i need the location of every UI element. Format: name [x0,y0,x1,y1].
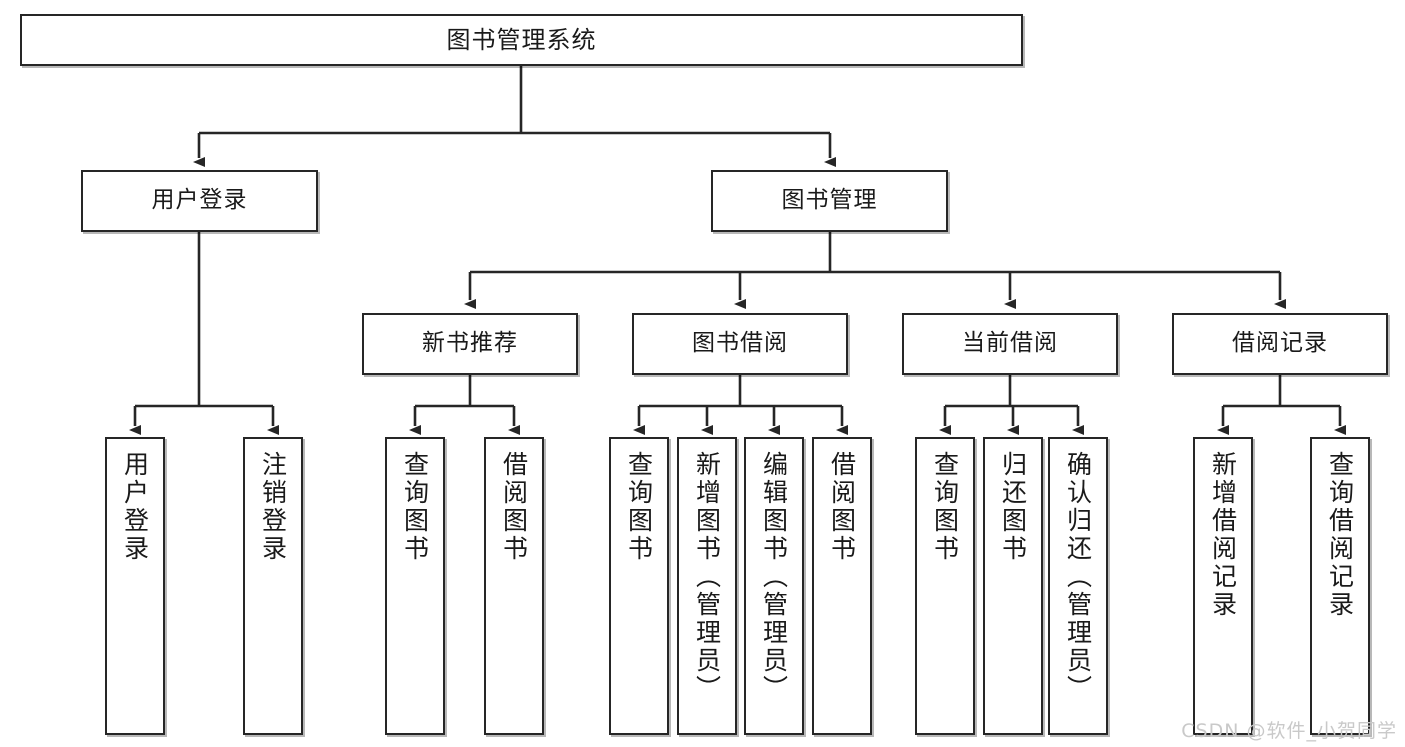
node-label: 查询图书 [930,451,960,563]
node-borrow-record[interactable]: 借阅记录 [1172,313,1388,375]
node-label: 归还图书 [998,451,1028,563]
leaf-borrow-record-query-record[interactable]: 查询借阅记录 [1310,437,1370,735]
leaf-user-login-login[interactable]: 用户登录 [105,437,165,735]
leaf-current-borrow-query-book[interactable]: 查询图书 [915,437,975,735]
node-label: 查询图书 [400,451,430,563]
node-label: 借阅图书 [499,451,529,563]
node-label: 当前借阅 [962,330,1058,357]
leaf-book-borrow-add-book-admin[interactable]: 新增图书（管理员） [677,437,737,735]
node-label: 借阅图书 [827,451,857,563]
node-user-login[interactable]: 用户登录 [81,170,318,232]
node-book-borrowing[interactable]: 图书借阅 [632,313,848,375]
node-label: 图书管理系统 [446,25,597,54]
leaf-borrow-record-add-record[interactable]: 新增借阅记录 [1193,437,1253,735]
node-label: 用户登录 [120,451,150,563]
node-label: 确认归还（管理员） [1063,451,1093,703]
node-label: 查询借阅记录 [1325,451,1355,619]
leaf-new-book-query-book[interactable]: 查询图书 [385,437,445,735]
leaf-new-book-borrow-book[interactable]: 借阅图书 [484,437,544,735]
leaf-book-borrow-borrow-book[interactable]: 借阅图书 [812,437,872,735]
leaf-current-borrow-return-book[interactable]: 归还图书 [983,437,1043,735]
node-label: 图书借阅 [692,330,788,357]
node-label: 用户登录 [151,187,248,214]
leaf-book-borrow-edit-book-admin[interactable]: 编辑图书（管理员） [744,437,804,735]
node-label: 注销登录 [258,451,288,563]
node-new-book-recommendation[interactable]: 新书推荐 [362,313,578,375]
node-label: 编辑图书（管理员） [759,451,789,703]
node-label: 新增图书（管理员） [692,451,722,703]
node-label: 借阅记录 [1232,330,1328,357]
node-label: 新增借阅记录 [1208,451,1238,619]
node-label: 查询图书 [624,451,654,563]
leaf-current-borrow-confirm-return-admin[interactable]: 确认归还（管理员） [1048,437,1108,735]
node-book-management[interactable]: 图书管理 [711,170,948,232]
node-current-borrowing[interactable]: 当前借阅 [902,313,1118,375]
node-root-library-management-system[interactable]: 图书管理系统 [20,14,1023,66]
leaf-book-borrow-query-book[interactable]: 查询图书 [609,437,669,735]
node-label: 图书管理 [781,187,878,214]
node-label: 新书推荐 [422,330,518,357]
leaf-user-login-logout[interactable]: 注销登录 [243,437,303,735]
watermark-text: CSDN @软件_小贺同学 [1181,720,1397,742]
